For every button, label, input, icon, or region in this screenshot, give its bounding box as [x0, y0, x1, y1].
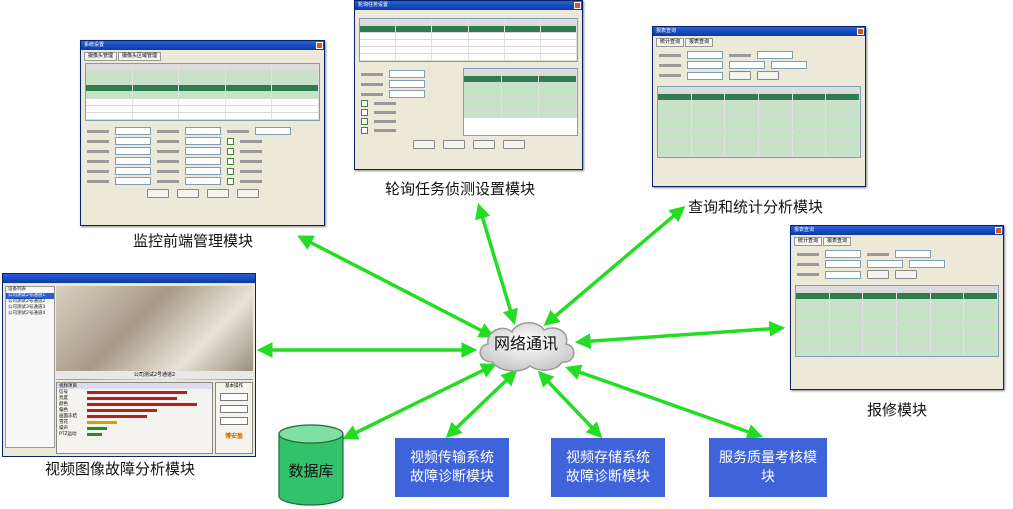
company-logo: 博安盈 — [224, 433, 243, 440]
tab-statistics[interactable]: 统计查询 — [794, 237, 823, 246]
transmission-diagnosis-label: 视频传输系统故障诊断模块 — [410, 449, 494, 485]
delete-button[interactable] — [206, 189, 229, 198]
arrow-polling — [475, 202, 518, 326]
video-quality-panel: 视频项目 信号 亮度 颜色 偏色 画面冻结 雪花 噪声 PTZ运动 — [56, 382, 213, 454]
camera-table — [85, 63, 320, 121]
service-quality-label: 服务质量考核模块 — [719, 449, 817, 485]
delete-button[interactable] — [472, 140, 495, 149]
quality-item: 画面冻结 — [59, 414, 77, 419]
quality-item: 雪花 — [59, 420, 68, 425]
arrow-transmission — [445, 369, 518, 439]
repair-result-table — [795, 285, 999, 357]
tab-camera-area[interactable]: 摄像头区域管理 — [118, 52, 162, 61]
storage-diagnosis-box: 视频存储系统故障诊断模块 — [551, 438, 665, 497]
repair-window-title: 报表查询 — [791, 226, 1003, 235]
repair-window: 报表查询 统计查询 报表查询 — [790, 225, 1004, 390]
query-window: 报表查询 统计查询 报表查询 — [652, 26, 866, 187]
quality-item: 颜色 — [59, 402, 68, 407]
camera-select-table — [463, 68, 578, 136]
database-label: 数据库 — [288, 462, 334, 480]
video-frame — [56, 286, 253, 380]
close-icon[interactable] — [316, 42, 323, 49]
new-button[interactable] — [176, 189, 199, 198]
tab-report[interactable]: 报表查询 — [685, 38, 714, 47]
caption-polling: 轮询任务侦测设置模块 — [385, 180, 536, 198]
device-item[interactable]: 公司测试2号通道2 — [8, 299, 46, 304]
export-button[interactable] — [757, 71, 779, 80]
polling-task-table — [359, 18, 578, 62]
tab-camera-management[interactable]: 摄像头管理 — [84, 52, 118, 61]
close-icon[interactable] — [995, 227, 1002, 234]
database-icon — [278, 424, 344, 506]
export-button[interactable] — [895, 270, 917, 279]
query-window-title: 报表查询 — [653, 27, 865, 36]
network-label: 网络通讯 — [493, 334, 558, 353]
caption-query: 查询和统计分析模块 — [688, 198, 824, 216]
close-icon[interactable] — [857, 28, 864, 35]
caption-video: 视频图像故障分析模块 — [45, 460, 196, 478]
tab-statistics[interactable]: 统计查询 — [656, 38, 685, 47]
device-item[interactable]: 公司测试2号通道1 — [6, 293, 54, 299]
quality-item: 亮度 — [59, 396, 68, 401]
query-button[interactable] — [729, 71, 751, 80]
arrow-repair — [574, 321, 786, 349]
quality-item: 噪声 — [59, 426, 68, 431]
transmission-diagnosis-box: 视频传输系统故障诊断模块 — [395, 438, 509, 497]
new-button[interactable] — [442, 140, 465, 149]
save-button[interactable] — [412, 140, 435, 149]
arrow-query — [543, 205, 686, 327]
polling-task-window: 轮询任务设置 — [354, 0, 583, 170]
ops-title: 基本操作 — [225, 384, 243, 389]
device-list: 设备列表 公司测试2号通道1 公司测试2号通道2 公司测试3号通道3 公司测试2… — [5, 286, 55, 448]
arrow-frontend — [297, 235, 495, 338]
arrow-storage — [537, 370, 603, 439]
operation-button[interactable] — [220, 417, 248, 425]
quality-item: 偏色 — [59, 408, 68, 413]
arrow-quality — [565, 364, 763, 440]
service-quality-box: 服务质量考核模块 — [709, 438, 827, 497]
channel-label: 公司测试2号通道2 — [56, 371, 253, 379]
video-analysis-window: 设备列表 公司测试2号通道1 公司测试2号通道2 公司测试3号通道3 公司测试2… — [2, 273, 256, 457]
caption-repair: 报修模块 — [867, 401, 928, 419]
frontend-window-title: 系统设置 — [81, 41, 324, 50]
storage-diagnosis-label: 视频存储系统故障诊断模块 — [566, 449, 650, 485]
panel-title: 视频项目 — [59, 384, 77, 389]
basic-operations-panel: 基本操作 博安盈 — [215, 382, 253, 454]
query-button[interactable] — [867, 270, 889, 279]
device-list-title: 设备列表 — [8, 287, 26, 292]
device-item[interactable]: 公司测试3号通道3 — [8, 305, 46, 310]
operation-button[interactable] — [220, 393, 248, 401]
network-cloud-icon — [479, 322, 575, 372]
save-button[interactable] — [146, 189, 169, 198]
operation-button[interactable] — [220, 405, 248, 413]
camera-form — [81, 123, 324, 200]
caption-frontend: 监控前端管理模块 — [133, 232, 254, 250]
tab-report[interactable]: 报表查询 — [823, 237, 852, 246]
quality-item: 信号 — [59, 390, 68, 395]
reset-button[interactable] — [502, 140, 525, 149]
quality-item: PTZ运动 — [59, 432, 77, 437]
reset-button[interactable] — [236, 189, 259, 198]
frontend-management-window: 系统设置 摄像头管理 摄像头区域管理 — [80, 40, 325, 226]
device-item[interactable]: 公司测试2号通道4 — [8, 311, 46, 316]
close-icon[interactable] — [574, 2, 581, 9]
query-result-table — [657, 86, 861, 158]
polling-window-title: 轮询任务设置 — [355, 1, 582, 10]
arrow-database — [342, 363, 497, 440]
